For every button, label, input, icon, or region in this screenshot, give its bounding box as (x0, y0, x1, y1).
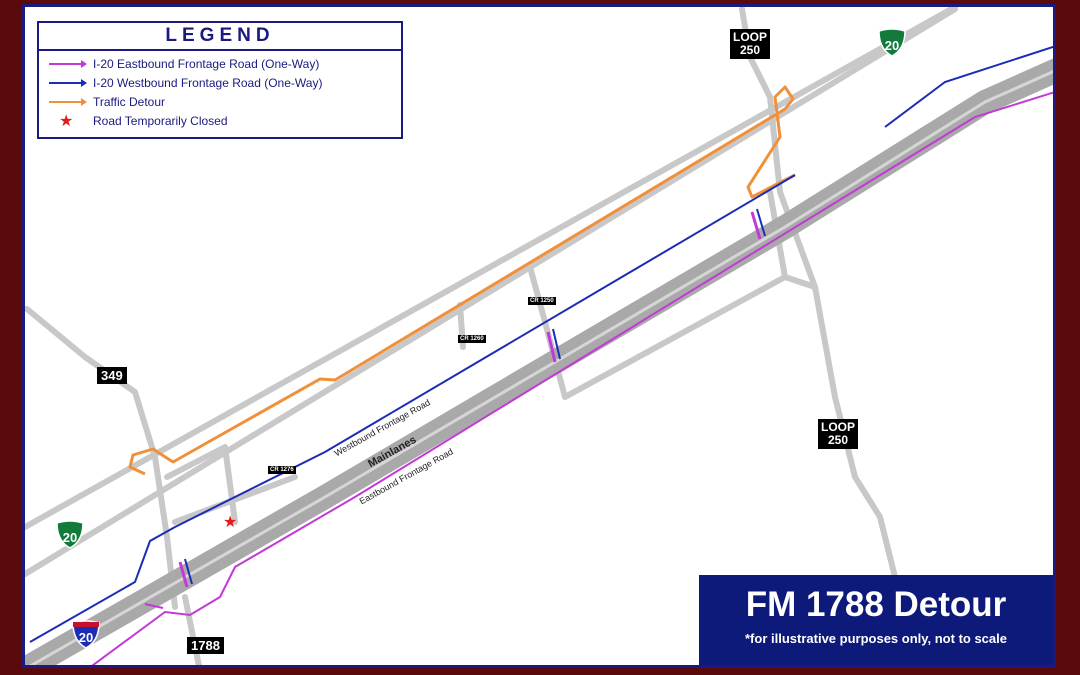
loop250-shield-mid: LOOP 250 (818, 419, 859, 449)
legend-label: I-20 Westbound Frontage Road (One-Way) (93, 76, 323, 90)
map-title: FM 1788 Detour (745, 585, 1007, 624)
cr1260-label: CR 1260 (458, 335, 486, 343)
secondary-roads (25, 7, 958, 665)
traffic-detour-route (128, 85, 796, 476)
eastbound-frontage-road (91, 91, 1053, 665)
fm1788-road (182, 594, 202, 665)
i20-interstate-shield: 20 (72, 620, 100, 649)
legend-item-detour: Traffic Detour (39, 93, 401, 112)
eastbound-arrow-icon (49, 60, 87, 68)
business-i20-road (25, 7, 958, 577)
detour-arrow-icon (49, 98, 87, 106)
shield-number: 20 (885, 38, 899, 53)
i20-business-shield-top: 20 (878, 28, 906, 57)
fm1788-shield: 1788 (187, 637, 224, 654)
westbound-frontage-road (29, 174, 796, 643)
fm349-road (25, 306, 178, 610)
legend-label: Traffic Detour (93, 95, 166, 109)
fm349-shield: 349 (97, 367, 127, 384)
legend-item-eastbound: I-20 Eastbound Frontage Road (One-Way) (39, 55, 401, 74)
map-disclaimer: *for illustrative purposes only, not to … (745, 631, 1007, 646)
loop250-shield-top: LOOP 250 (730, 29, 771, 59)
road-closed-star: ★ (223, 512, 237, 531)
legend-label: Road Temporarily Closed (93, 114, 228, 128)
star-icon: ★ (59, 113, 74, 130)
legend-label: I-20 Eastbound Frontage Road (One-Way) (93, 57, 320, 71)
legend-item-westbound: I-20 Westbound Frontage Road (One-Way) (39, 74, 401, 93)
map-canvas: ★ LEGEND I-20 Eastbound Frontage Road (O… (22, 4, 1056, 668)
cr1276-label: CR 1276 (268, 466, 296, 474)
i20-business-shield-left: 20 (56, 520, 84, 549)
loop250-road (739, 7, 917, 665)
legend-item-closed: ★ Road Temporarily Closed (39, 112, 401, 131)
shield-number: 20 (63, 530, 77, 545)
legend-box: LEGEND I-20 Eastbound Frontage Road (One… (37, 21, 403, 139)
westbound-arrow-icon (49, 79, 87, 87)
title-box: FM 1788 Detour *for illustrative purpose… (699, 575, 1053, 665)
parallel-north-road (25, 7, 958, 530)
road-network: ★ (25, 7, 1053, 665)
cr1250-road (527, 264, 788, 400)
cr1250-label: CR 1250 (528, 297, 556, 305)
legend-title: LEGEND (39, 23, 401, 51)
shield-number: 20 (79, 630, 93, 645)
